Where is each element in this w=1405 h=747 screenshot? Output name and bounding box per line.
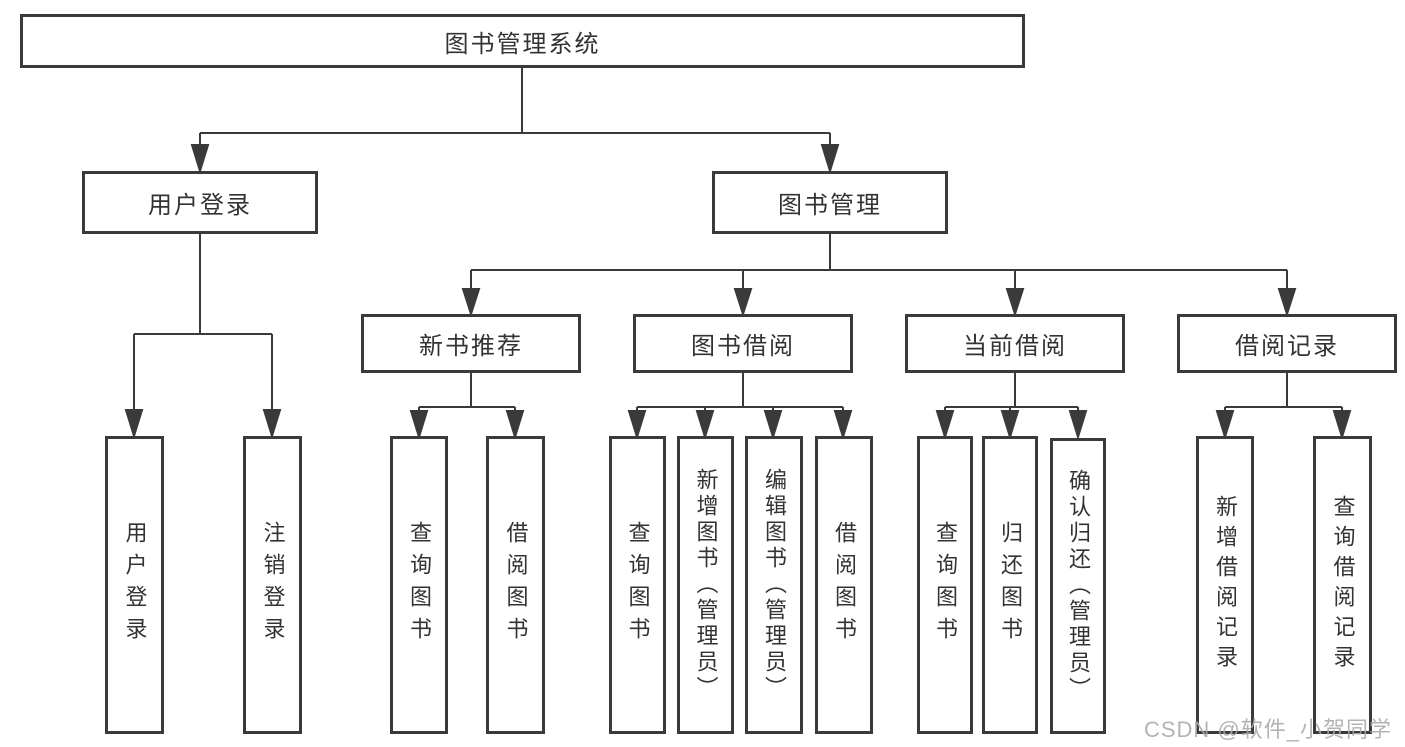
leaf-query-borrow-record: 查询借阅记录 (1313, 436, 1372, 734)
node-borrowing-records-label: 借阅记录 (1235, 333, 1339, 360)
leaf-user-login: 用户登录 (105, 436, 164, 734)
leaf-borrowing-query-books: 查询图书 (609, 436, 666, 734)
node-book-management: 图书管理 (712, 171, 948, 234)
root-node-library-system: 图书管理系统 (20, 14, 1025, 68)
leaf-user-login-label: 用户登录 (122, 521, 148, 649)
node-book-borrowing-label: 图书借阅 (691, 333, 795, 360)
leaf-current-query-books: 查询图书 (917, 436, 973, 734)
csdn-watermark: CSDN @软件_小贺同学 (1143, 717, 1392, 742)
node-new-book-recommend: 新书推荐 (361, 314, 581, 373)
node-user-login-label: 用户登录 (148, 192, 252, 219)
node-current-borrowing-label: 当前借阅 (963, 333, 1067, 360)
leaf-borrowing-borrow-books: 借阅图书 (815, 436, 873, 734)
leaf-current-query-books-label: 查询图书 (933, 521, 958, 649)
leaf-return-books: 归还图书 (982, 436, 1038, 734)
node-borrowing-records: 借阅记录 (1177, 314, 1397, 373)
node-user-login: 用户登录 (82, 171, 318, 234)
leaf-newbook-query-books: 查询图书 (390, 436, 448, 734)
leaf-logout: 注销登录 (243, 436, 302, 734)
leaf-borrowing-borrow-books-label: 借阅图书 (832, 521, 857, 649)
node-new-book-recommend-label: 新书推荐 (419, 333, 523, 360)
leaf-borrowing-query-books-label: 查询图书 (625, 521, 651, 649)
leaf-return-books-label: 归还图书 (998, 521, 1023, 649)
leaf-edit-books-admin: 编辑图书（管理员） (745, 436, 803, 734)
leaf-confirm-return-admin: 确认归还（管理员） (1050, 438, 1106, 734)
leaf-newbook-query-books-label: 查询图书 (407, 521, 432, 649)
leaf-query-borrow-record-label: 查询借阅记录 (1330, 495, 1356, 675)
leaf-add-borrow-record-label: 新增借阅记录 (1213, 495, 1238, 675)
leaf-add-books-admin: 新增图书（管理员） (677, 436, 734, 734)
node-current-borrowing: 当前借阅 (905, 314, 1125, 373)
leaf-newbook-borrow-books-label: 借阅图书 (503, 521, 529, 649)
leaf-edit-books-admin-label: 编辑图书（管理员） (762, 468, 787, 702)
node-book-borrowing: 图书借阅 (633, 314, 853, 373)
leaf-add-books-admin-label: 新增图书（管理员） (693, 468, 719, 702)
leaf-logout-label: 注销登录 (260, 521, 286, 649)
leaf-confirm-return-admin-label: 确认归还（管理员） (1066, 469, 1091, 703)
node-book-management-label: 图书管理 (778, 192, 882, 219)
leaf-newbook-borrow-books: 借阅图书 (486, 436, 545, 734)
leaf-add-borrow-record: 新增借阅记录 (1196, 436, 1254, 734)
root-node-label: 图书管理系统 (444, 30, 601, 58)
